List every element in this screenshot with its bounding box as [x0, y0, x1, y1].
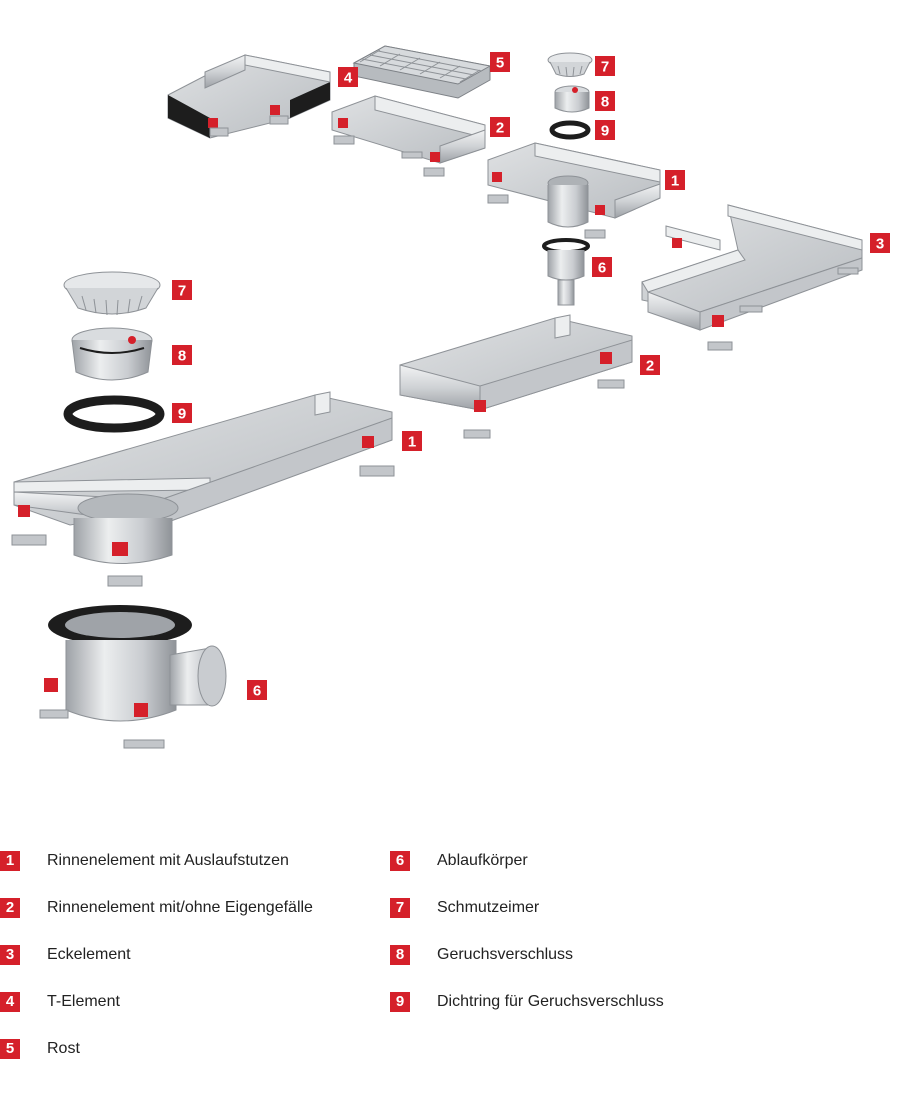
channel-element-2-top	[331, 95, 486, 177]
legend-label: Rinnenelement mit/ohne Eigengefälle	[47, 899, 313, 916]
grate-small	[352, 45, 492, 99]
callout-badge-4: 4	[338, 67, 358, 87]
channel-element-1-large	[11, 391, 395, 587]
drain-body-large	[39, 605, 227, 749]
callout-badge-box	[640, 355, 660, 375]
legend-number-badge: 3	[0, 945, 20, 965]
callouts: 4 5 7 8 9 2 1 3 6 7 8 9 2 1 6	[172, 52, 890, 700]
callout-badge-box	[490, 52, 510, 72]
callout-number: 1	[671, 173, 679, 190]
seal-ring-small	[549, 120, 591, 140]
callout-badge-box	[870, 233, 890, 253]
legend-label: Rinnenelement mit Auslaufstutzen	[47, 852, 289, 869]
callout-number: 5	[496, 55, 504, 72]
callout-number: 2	[646, 358, 654, 375]
callout-badge-7: 7	[172, 280, 192, 300]
callout-number: 1	[408, 434, 416, 451]
callout-badge-box	[172, 345, 192, 365]
odor-trap-large	[71, 327, 153, 381]
callout-badge-5: 5	[490, 52, 510, 72]
callout-badge-8: 8	[595, 91, 615, 111]
exploded-drainage-diagram: 4 5 7 8 9 2 1 3 6 7 8 9 2 1 6	[11, 45, 890, 749]
callout-badge-6: 6	[592, 257, 612, 277]
callout-badge-box	[595, 91, 615, 111]
legend-number-badge: 9	[390, 992, 410, 1012]
odor-trap-small	[554, 85, 590, 113]
corner-element	[641, 204, 863, 351]
legend-number-badge: 1	[0, 851, 20, 871]
callout-badge-6: 6	[247, 680, 267, 700]
legend-label: Dichtring für Geruchsverschluss	[437, 993, 664, 1010]
callout-number: 2	[496, 120, 504, 137]
callout-badge-box	[247, 680, 267, 700]
callout-badge-box	[665, 170, 685, 190]
legend-label: T-Element	[47, 993, 120, 1010]
callout-badge-box	[592, 257, 612, 277]
channel-element-2-mid	[399, 314, 633, 439]
legend-label: Schmutzeimer	[437, 899, 540, 916]
legend-number-badge: 8	[390, 945, 410, 965]
callout-number: 4	[344, 70, 353, 87]
callout-number: 9	[178, 406, 186, 423]
legend-label: Eckelement	[47, 946, 131, 963]
seal-ring-large	[63, 395, 165, 433]
legend-label: Rost	[47, 1040, 80, 1057]
callout-badge-1: 1	[402, 431, 422, 451]
legend-label: Ablaufkörper	[437, 852, 528, 869]
callout-number: 3	[876, 236, 884, 253]
callout-badge-box	[595, 120, 615, 140]
callout-number: 7	[601, 59, 609, 76]
dirt-basket-large	[63, 271, 161, 316]
callout-badge-2: 2	[490, 117, 510, 137]
channel-element-1-top	[487, 142, 661, 239]
callout-badge-box	[172, 403, 192, 423]
callout-number: 9	[601, 123, 609, 140]
callout-badge-8: 8	[172, 345, 192, 365]
legend: 1 Rinnenelement mit Auslaufstutzen 2 Rin…	[0, 850, 915, 1090]
callout-number: 8	[178, 348, 186, 365]
callout-badge-box	[490, 117, 510, 137]
callout-badge-9: 9	[595, 120, 615, 140]
legend-number-badge: 2	[0, 898, 20, 918]
callout-badge-box	[402, 431, 422, 451]
callout-badge-box	[172, 280, 192, 300]
drain-body-small	[542, 238, 590, 306]
callout-badge-box	[595, 56, 615, 76]
callout-number: 8	[601, 94, 609, 111]
dirt-basket-small	[547, 52, 593, 77]
callout-badge-3: 3	[870, 233, 890, 253]
callout-number: 7	[178, 283, 186, 300]
legend-number-badge: 6	[390, 851, 410, 871]
callout-badge-7: 7	[595, 56, 615, 76]
callout-badge-2: 2	[640, 355, 660, 375]
callout-badge-1: 1	[665, 170, 685, 190]
legend-number-badge: 7	[390, 898, 410, 918]
callout-number: 6	[598, 260, 606, 277]
legend-number-badge: 5	[0, 1039, 20, 1059]
t-element-small	[167, 54, 331, 139]
callout-badge-9: 9	[172, 403, 192, 423]
callout-number: 6	[253, 683, 261, 700]
legend-label: Geruchsverschluss	[437, 946, 574, 963]
legend-number-badge: 4	[0, 992, 20, 1012]
callout-badge-box	[338, 67, 358, 87]
